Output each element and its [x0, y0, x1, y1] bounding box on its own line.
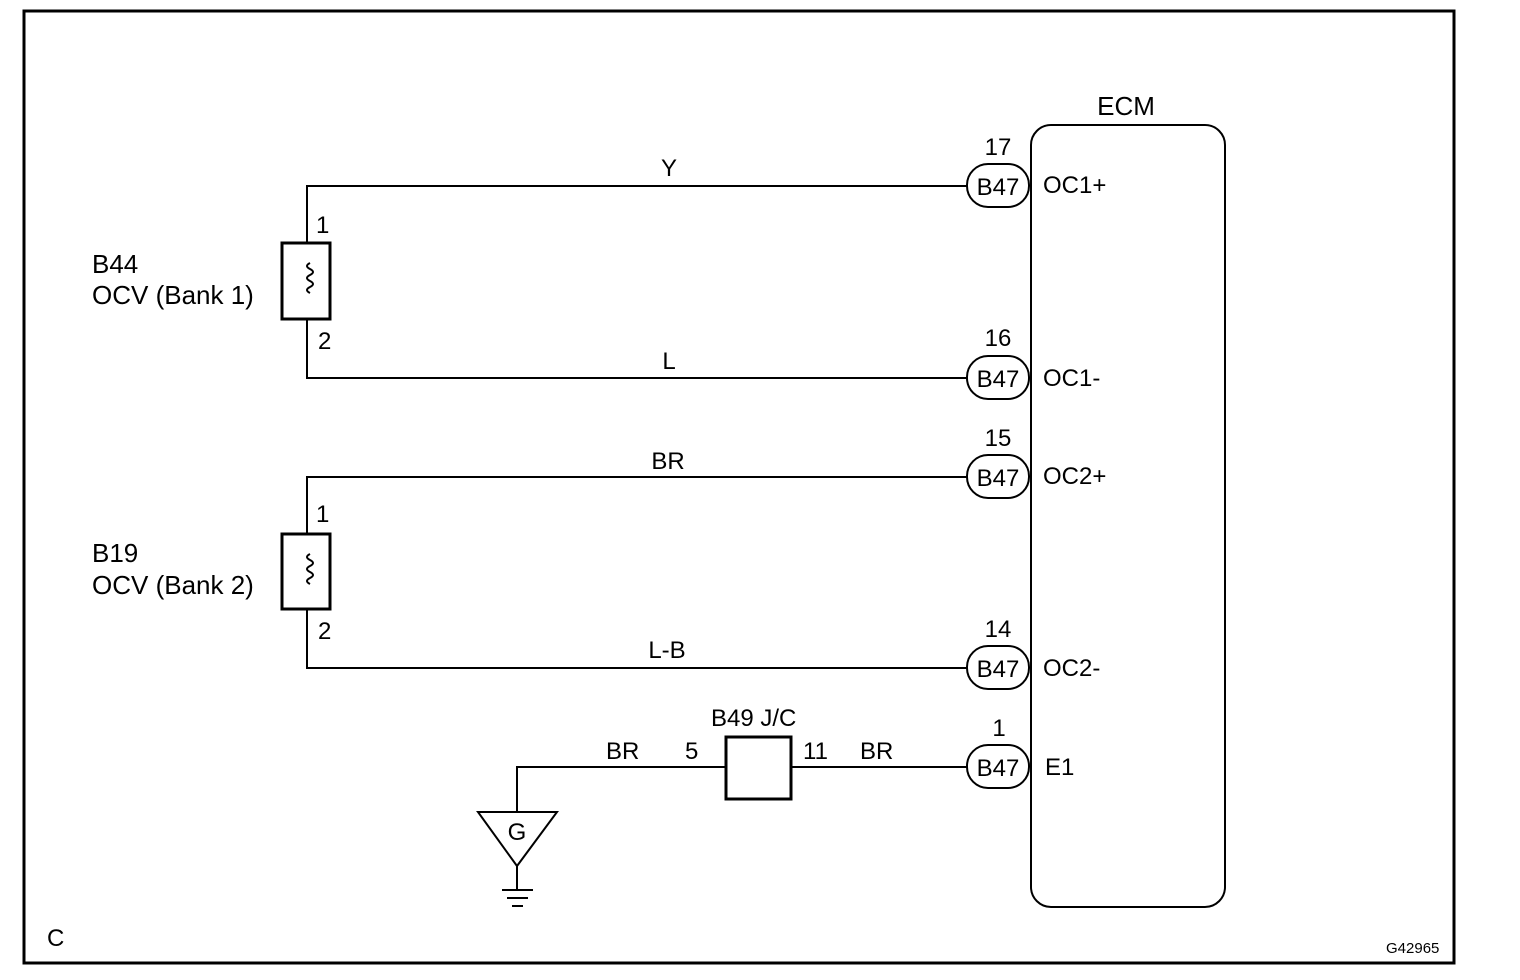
figure-id: G42965 [1386, 940, 1439, 957]
ocv-bank2-pin-bottom: 2 [318, 618, 331, 645]
junction-connector [724, 735, 793, 801]
terminal-name: OC2+ [1043, 463, 1106, 490]
ocv-bank1: B44 OCV (Bank 1) 1 2 [92, 185, 967, 379]
wire-color-label: BR [651, 448, 684, 475]
wire-l [306, 319, 967, 379]
terminal-name: E1 [1045, 754, 1074, 781]
ecm-label: ECM [1097, 91, 1155, 121]
connector-badge [966, 355, 1030, 400]
ground-circuit: B49 J/C 5 11 BR BR G [476, 705, 967, 907]
connector-badge [966, 645, 1030, 690]
ocv-bank1-id: B44 [92, 249, 138, 279]
pin-number: 17 [985, 134, 1012, 161]
coil-icon [306, 553, 314, 585]
ocv-bank2-body [280, 532, 332, 611]
pin-number: 1 [992, 715, 1005, 742]
connector-id: B47 [977, 174, 1020, 201]
connector-id: B47 [977, 656, 1020, 683]
ocv-bank2: B19 OCV (Bank 2) 1 2 [92, 476, 967, 669]
ecm-pin-oc2-minus: B47 14 OC2- [966, 616, 1100, 690]
ecm-pin-oc1-minus: B47 16 OC1- [966, 325, 1100, 400]
ocv-bank2-name: OCV (Bank 2) [92, 570, 254, 600]
connector-badge [966, 454, 1030, 499]
wire-br [306, 476, 967, 534]
coil-icon [306, 262, 314, 294]
connector-id: B47 [977, 465, 1020, 492]
ground-icon [502, 889, 533, 907]
ecm-box [1030, 124, 1226, 908]
frame-letter: C [47, 925, 64, 952]
ocv-bank2-id: B19 [92, 538, 138, 568]
pin-number: 15 [985, 425, 1012, 452]
wire-color-label: L [662, 348, 675, 375]
connector-id: B47 [977, 755, 1020, 782]
wire-color-label: L-B [648, 637, 685, 664]
connector-id: B47 [977, 366, 1020, 393]
ecm-pin-oc1-plus: B47 17 OC1+ [966, 134, 1106, 208]
ocv-bank1-body [280, 241, 332, 321]
terminal-name: OC1+ [1043, 172, 1106, 199]
ocv-bank2-pin-top: 1 [316, 501, 329, 528]
ocv-bank1-name: OCV (Bank 1) [92, 280, 254, 310]
terminal-name: OC1- [1043, 365, 1100, 392]
pin-number: 14 [985, 616, 1012, 643]
ground-point-triangle [476, 811, 559, 868]
junction-label: B49 J/C [711, 705, 796, 732]
connector-badge [966, 163, 1030, 208]
terminal-name: OC2- [1043, 655, 1100, 682]
wire-l-b [306, 609, 967, 669]
wire-ground-left [516, 766, 726, 812]
wire-color-label: BR [860, 738, 893, 765]
pin-number: 16 [985, 325, 1012, 352]
wire-color-label: BR [606, 738, 639, 765]
wire-y [306, 185, 967, 243]
ground-point-label: G [508, 819, 527, 846]
ecm-pin-e1: B47 1 E1 [966, 715, 1074, 789]
diagram-frame [22, 9, 1456, 965]
ecm-pin-oc2-plus: B47 15 OC2+ [966, 425, 1106, 499]
junction-pin-left: 5 [685, 738, 698, 765]
wire-color-label: Y [661, 155, 677, 182]
junction-pin-right: 11 [803, 738, 828, 765]
ocv-bank1-pin-bottom: 2 [318, 328, 331, 355]
ocv-bank1-pin-top: 1 [316, 212, 329, 239]
